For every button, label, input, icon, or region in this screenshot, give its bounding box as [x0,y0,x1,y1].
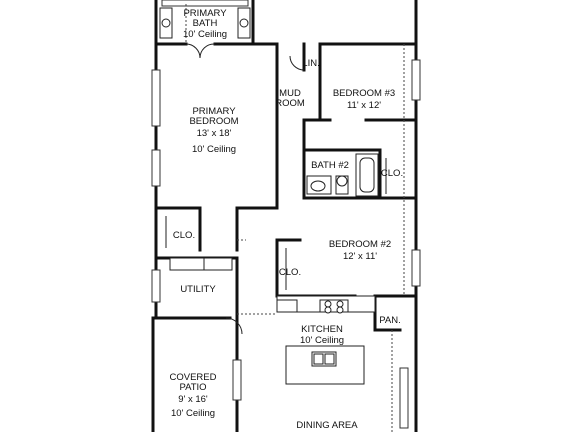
mud-room-label-line2: ROOM [275,98,305,109]
room-labels: PRIMARY BATH 10' Ceiling PRIMARY BEDROOM… [170,8,404,431]
bath2-closet-label: CLO. [381,168,403,179]
bedroom3-label: BEDROOM #3 [333,88,395,99]
primary-bath-label-line2: BATH [193,18,218,29]
dashed-lines [185,4,405,432]
dining-area-label: DINING AREA [296,420,358,431]
bath2-label: BATH #2 [311,160,349,171]
kitchen-label: KITCHEN [301,324,343,335]
windows [151,0,421,429]
walls [151,0,418,432]
primary-bedroom-label-line1: PRIMARY [192,106,236,117]
primary-bath-ceiling: 10' Ceiling [183,29,227,40]
primary-bedroom-label-line2: BEDROOM [189,116,238,127]
fixtures [159,7,387,385]
primary-bath-label-line1: PRIMARY [183,8,227,19]
covered-patio-label-line2: PATIO [179,382,206,393]
bedroom2-label: BEDROOM #2 [329,239,391,250]
covered-patio-label-line1: COVERED [170,372,217,383]
mud-room-label-line1: MUD [279,88,301,99]
primary-bedroom-ceiling: 10' Ceiling [192,144,236,155]
bedroom2-closet-label: CLO. [279,267,301,278]
bedroom2-size: 12' x 11' [343,251,377,262]
covered-patio-size: 9' x 16' [178,394,208,405]
bedroom3-size: 11' x 12' [347,100,381,111]
primary-bedroom-size: 13' x 18' [197,128,232,139]
covered-patio-ceiling: 10' Ceiling [171,408,215,419]
primary-closet-label: CLO. [173,230,195,241]
kitchen-ceiling: 10' Ceiling [300,335,344,346]
linen-label: LIN. [302,58,319,69]
utility-label: UTILITY [180,284,216,295]
pantry-label: PAN. [379,315,400,326]
